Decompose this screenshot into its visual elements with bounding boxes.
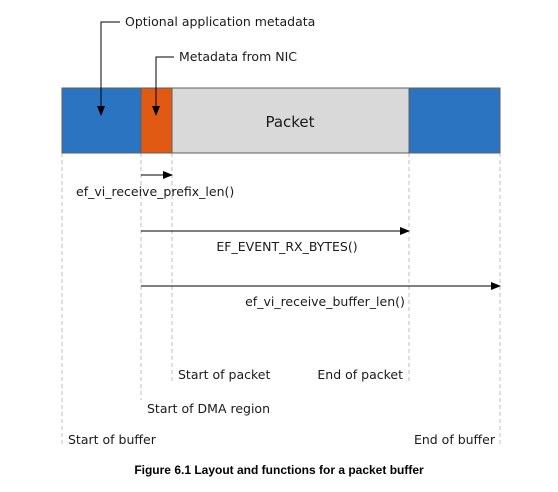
app-metadata-callout-label: Optional application metadata xyxy=(125,14,315,29)
start-of-dma-label: Start of DMA region xyxy=(147,401,270,416)
end-of-packet-label: End of packet xyxy=(317,367,403,382)
prefix-len-label: ef_vi_receive_prefix_len() xyxy=(76,184,234,199)
app-metadata-callout-line xyxy=(97,21,120,116)
packet-block xyxy=(171,87,410,154)
end-of-buffer-label: End of buffer xyxy=(414,432,496,447)
start-of-packet-label: Start of packet xyxy=(178,367,270,382)
nic-metadata-callout-label: Metadata from NIC xyxy=(179,49,297,64)
figure-caption: Figure 6.1 Layout and functions for a pa… xyxy=(134,463,424,477)
start-of-buffer-label: Start of buffer xyxy=(68,432,157,447)
rx-bytes-label: EF_EVENT_RX_BYTES() xyxy=(216,239,357,254)
buffer-len-label: ef_vi_receive_buffer_len() xyxy=(245,294,405,309)
packet-label: Packet xyxy=(265,113,314,131)
tail-space-block xyxy=(408,87,501,154)
nic-metadata-callout-line xyxy=(152,56,174,116)
